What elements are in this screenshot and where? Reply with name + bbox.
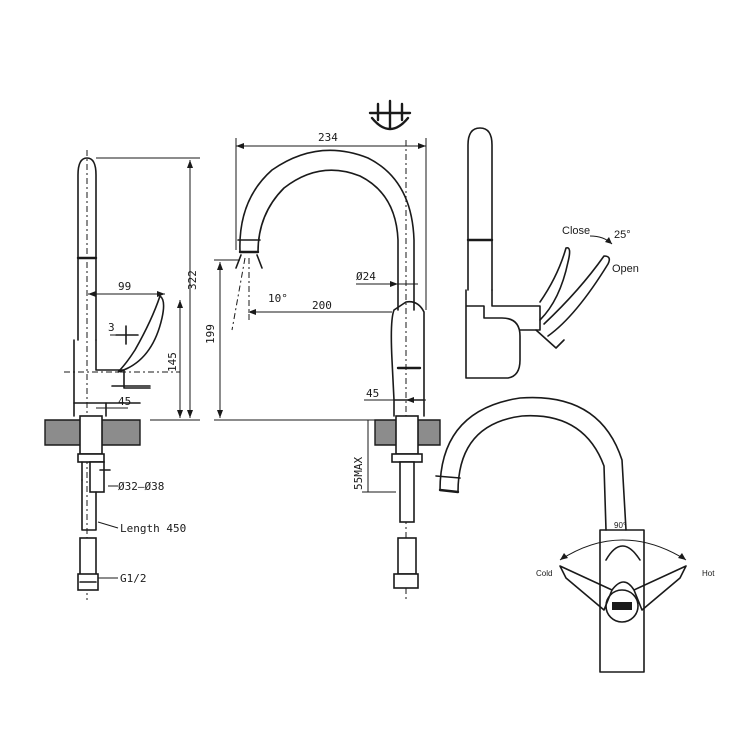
label-cold: Cold <box>536 569 552 578</box>
dim-3: 3 <box>108 321 115 334</box>
dim-322: 322 <box>186 270 199 290</box>
left-dimensions: 322 99 3 145 45 Ø32–Ø38 Length 450 G1/2 <box>88 157 200 585</box>
dim-200: 200 <box>312 299 332 312</box>
dim-10deg: 10° <box>268 292 288 305</box>
label-close: Close <box>562 225 590 237</box>
right-side-view: Close 25° Open <box>465 127 639 379</box>
center-dimensions: 234 Ø24 200 10° 199 45 55MAX <box>204 131 427 493</box>
dim-145: 145 <box>166 352 179 372</box>
dim-199: 199 <box>204 324 217 344</box>
center-front-view <box>231 140 441 600</box>
left-side-view <box>44 150 180 600</box>
dim-234: 234 <box>318 131 338 144</box>
dim-thread: G1/2 <box>120 572 147 585</box>
right-top-view: 90° Cold Hot <box>435 396 715 673</box>
dim-45-center: 45 <box>366 387 379 400</box>
dim-99: 99 <box>118 280 131 293</box>
label-open: Open <box>612 263 639 275</box>
dim-25deg: 25° <box>614 229 631 241</box>
dim-24: Ø24 <box>356 270 376 283</box>
dim-hole: Ø32–Ø38 <box>118 480 164 493</box>
dim-90deg: 90° <box>614 521 626 530</box>
hot-cold-mixer-icon <box>368 99 412 131</box>
dim-45-left: 45 <box>118 395 131 408</box>
label-hot: Hot <box>702 569 715 578</box>
dim-55max: 55MAX <box>352 457 365 490</box>
dim-length: Length 450 <box>120 522 186 535</box>
